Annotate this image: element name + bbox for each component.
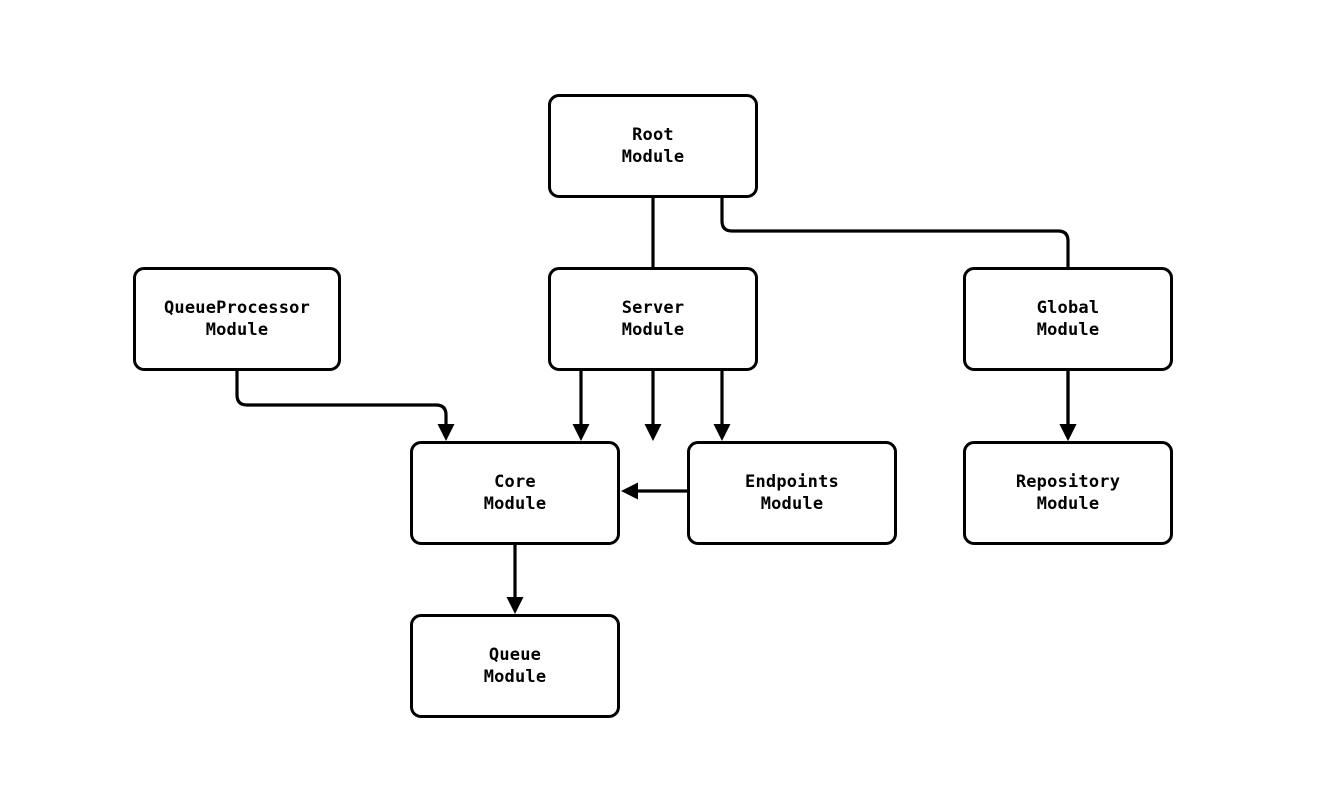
arrowhead-server-to-core	[572, 424, 590, 441]
arrowhead-root-to-global	[1059, 424, 1077, 441]
node-server-title: Server	[621, 298, 685, 318]
arrowhead-server-to-endpoints	[713, 424, 731, 441]
node-global-title: Global	[1036, 298, 1100, 318]
node-global[interactable]: Global Module	[963, 267, 1173, 371]
node-queueprocessor[interactable]: QueueProcessor Module	[133, 267, 341, 371]
node-repository-subtitle: Module	[1036, 494, 1100, 514]
node-queueprocessor-subtitle: Module	[205, 320, 269, 340]
node-queueprocessor-title: QueueProcessor	[163, 298, 311, 318]
edge-queueprocessor-to-core	[235, 371, 448, 424]
node-root-title: Root	[632, 125, 674, 145]
node-global-subtitle: Module	[1036, 320, 1100, 340]
node-endpoints-title: Endpoints	[745, 472, 839, 492]
edge-paths	[235, 198, 1070, 597]
arrowhead-global-to-repository	[1059, 424, 1077, 441]
node-core-title: Core	[494, 472, 536, 492]
arrowhead-queueprocessor-to-core	[437, 424, 455, 441]
node-repository-title: Repository	[1015, 472, 1121, 492]
node-root-subtitle: Module	[621, 147, 685, 167]
node-repository[interactable]: Repository Module	[963, 441, 1173, 545]
node-endpoints-subtitle: Module	[760, 494, 824, 514]
node-root[interactable]: Root Module	[548, 94, 758, 198]
node-queue-title: Queue	[488, 645, 542, 665]
node-core[interactable]: Core Module	[410, 441, 620, 545]
arrowhead-root-to-server	[644, 424, 662, 441]
arrowhead-core-to-queue	[506, 597, 524, 614]
node-server-subtitle: Module	[621, 320, 685, 340]
node-core-subtitle: Module	[483, 494, 547, 514]
node-server[interactable]: Server Module	[548, 267, 758, 371]
arrowhead-endpoints-to-core	[621, 482, 638, 500]
node-queue-subtitle: Module	[483, 667, 547, 687]
node-endpoints[interactable]: Endpoints Module	[687, 441, 897, 545]
node-queue[interactable]: Queue Module	[410, 614, 620, 718]
